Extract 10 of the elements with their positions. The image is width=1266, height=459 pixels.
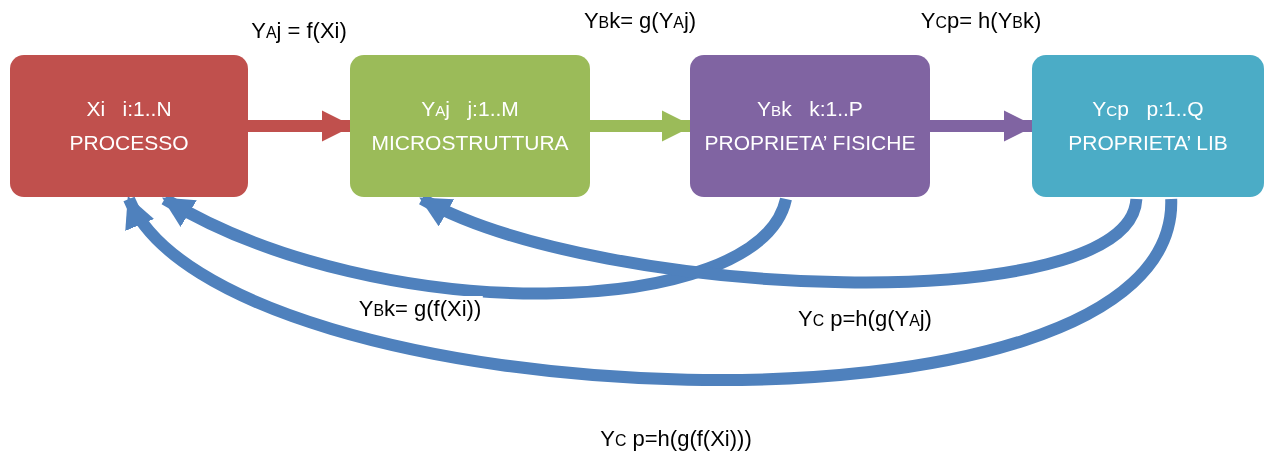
box-text: Xi i:1..N	[86, 95, 172, 122]
box-text: PROCESSO	[69, 130, 189, 156]
process-box	[10, 55, 248, 197]
box-text: MICROSTRUTTURA	[371, 130, 569, 156]
arrow	[124, 195, 1177, 386]
box-text: PROPRIETA’ LIB	[1068, 130, 1228, 156]
box-text: PROPRIETA’ FISICHE	[704, 130, 916, 156]
process-box	[1032, 55, 1264, 197]
process-box	[690, 55, 930, 197]
process-box	[350, 55, 590, 197]
